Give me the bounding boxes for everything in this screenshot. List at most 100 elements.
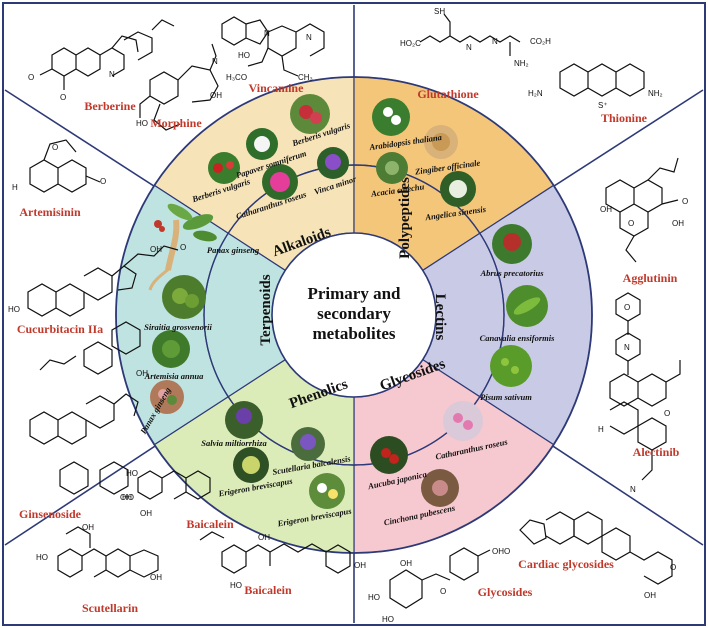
plant-label-panax-1: Panax ginseng [207,245,260,255]
alectinib-structure: O N O H N [598,292,681,494]
svg-text:OH: OH [82,523,94,532]
svg-text:OH: OH [600,205,612,214]
center-title-line2: secondary [317,304,391,323]
compound-label-glycosides: Glycosides [478,585,533,599]
svg-text:O: O [670,563,676,572]
plant-photos [148,94,548,509]
svg-text:HO₂C: HO₂C [400,39,421,48]
svg-text:HO: HO [368,593,380,602]
plant-label-abrus: Abrus precatorius [479,268,544,278]
svg-text:CH₃: CH₃ [298,73,313,82]
svg-text:HO: HO [382,615,394,624]
svg-text:OH: OH [644,591,656,600]
svg-text:OH: OH [120,493,132,502]
svg-text:HO: HO [126,469,138,478]
compound-label-vincamine: Vincamine [249,81,305,95]
svg-text:O: O [28,73,34,82]
svg-text:O: O [664,409,670,418]
glutathione-structure: HO₂C SH N N CO₂H NH₂ [400,7,551,68]
svg-text:HO: HO [8,305,20,314]
svg-text:HO: HO [122,493,134,502]
catharanthus-photo-2 [443,401,483,441]
plant-label-salvia: Salvia miltiorrhiza [201,438,267,448]
svg-text:N: N [264,29,270,38]
compound-label-ginsenoside: Ginsenoside [19,507,82,521]
compound-label-cucurbitacin: Cucurbitacin IIa [17,322,103,336]
center-title-line1: Primary and [307,284,401,303]
agglutinin-structure: OH O OH O [600,157,688,263]
pisum-photo [490,345,532,387]
compound-label-glutathione: Glutathione [417,87,479,101]
svg-text:SH: SH [434,7,445,16]
compound-label-agglutinin: Agglutinin [623,271,678,285]
erigeron-photo-2 [309,473,345,509]
svg-text:O: O [440,587,446,596]
svg-text:N: N [624,343,630,352]
category-polypeptides: Polypeptides [397,177,413,259]
compound-label-thionine: Thionine [601,111,648,125]
svg-text:O: O [504,547,510,556]
svg-text:O: O [624,303,630,312]
compound-label-cardiac-glycosides: Cardiac glycosides [518,557,614,571]
svg-text:HO: HO [36,553,48,562]
svg-text:O: O [60,93,66,102]
svg-text:H₃CO: H₃CO [226,73,247,82]
svg-text:H₂N: H₂N [528,89,543,98]
inner-ring-border [203,164,505,466]
svg-text:OH: OH [150,573,162,582]
svg-text:HO: HO [230,581,242,590]
cardiac-glycosides-structure: O OH O [504,511,676,600]
svg-text:N: N [212,57,218,66]
chem-structures: O O N HO OH N HO H₃CO CH₃ N N [8,7,688,624]
compound-labels: Berberine Morphine Vincamine Glutathione… [17,81,680,615]
svg-text:HO: HO [136,119,148,128]
svg-text:OH: OH [492,547,504,556]
compound-label-baicalein-1: Baicalein [186,517,234,531]
svg-text:NH₂: NH₂ [514,59,529,68]
compound-label-scutellarin: Scutellarin [82,601,138,615]
svg-text:OH: OH [210,91,222,100]
berberine-structure: O O N [28,19,175,102]
plant-label-canavalia: Canavalia ensiformis [480,333,556,343]
svg-text:N: N [466,43,472,52]
svg-text:OH: OH [150,245,162,254]
svg-text:H: H [598,425,604,434]
svg-text:OH: OH [136,369,148,378]
thionine-structure: H₂N NH₂ S⁺ [528,63,663,110]
svg-text:N: N [306,33,312,42]
plant-label-artemisia: Artemisia annua [144,371,205,381]
baicalein-structure-2: OH HO OH [199,531,366,590]
berberis-photo-1 [208,152,240,184]
svg-text:N: N [492,37,498,46]
center-circle [271,232,437,398]
svg-text:CO₂H: CO₂H [530,37,551,46]
cucurbitacin-structure: HO OH O [8,243,186,317]
svg-text:OH: OH [140,509,152,518]
plant-label-pisum: Pisum sativum [480,392,532,402]
svg-text:S⁺: S⁺ [598,101,608,110]
arabidopsis-photo [372,98,410,136]
compound-label-alectinib: Alectinib [633,445,680,459]
svg-text:N: N [109,70,115,79]
category-lectins: Lectins [432,294,448,341]
glycosides-structure: HO HO OH OH O [368,547,504,624]
compound-label-baicalein-2: Baicalein [244,583,292,597]
compound-label-morphine: Morphine [150,116,202,130]
baicalein-structure-1: HO HO OH [122,469,211,518]
plant-label-siraitia: Siraitia grosvenorii [144,322,212,332]
morphine-structure: HO OH N [136,43,222,131]
svg-text:OH: OH [672,219,684,228]
ginsenoside-structure: OH OH [29,321,148,502]
svg-text:O: O [52,143,58,152]
vincamine-structure: HO H₃CO CH₃ N N [221,16,325,82]
svg-text:O: O [180,243,186,252]
svg-text:NH₂: NH₂ [648,89,663,98]
compound-label-berberine: Berberine [84,99,136,113]
svg-text:OH: OH [400,559,412,568]
artemisinin-structure: O O H [12,139,106,193]
panax-illustration [148,203,217,291]
svg-text:O: O [682,197,688,206]
svg-text:H: H [12,183,18,192]
svg-text:OH: OH [258,533,270,542]
